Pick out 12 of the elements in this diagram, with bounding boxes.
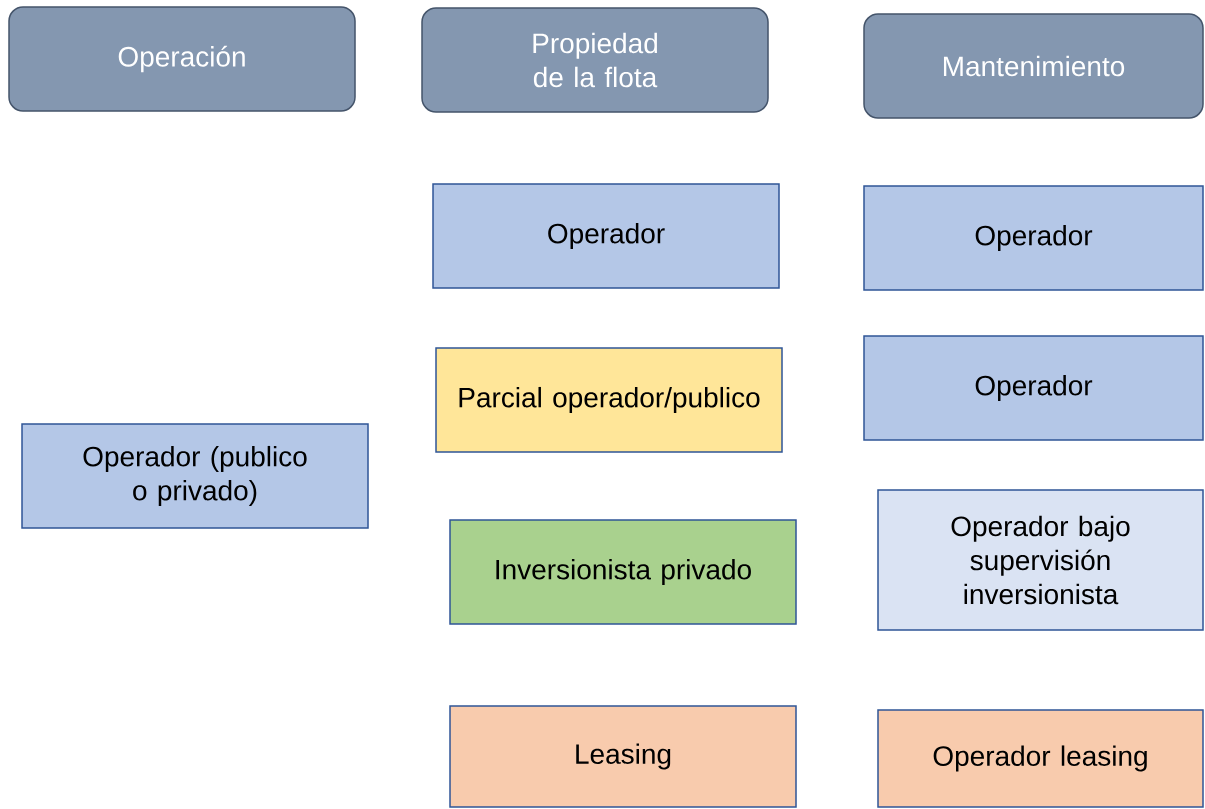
process-box: Leasing xyxy=(449,705,797,808)
process-box: Operador bajo supervisión inversionista xyxy=(877,489,1204,631)
process-box: Parcial operador/publico xyxy=(435,347,783,453)
process-box: Inversionista privado xyxy=(449,519,797,625)
header-box: Mantenimiento xyxy=(863,13,1204,119)
process-box: Operador xyxy=(863,185,1204,291)
header-box: Propiedad de la flota xyxy=(421,7,769,113)
process-box: Operador xyxy=(863,335,1204,441)
process-box: Operador (publico o privado) xyxy=(21,423,369,529)
process-box: Operador xyxy=(432,183,780,289)
header-box: Operación xyxy=(8,6,356,112)
process-box: Operador leasing xyxy=(877,709,1204,808)
